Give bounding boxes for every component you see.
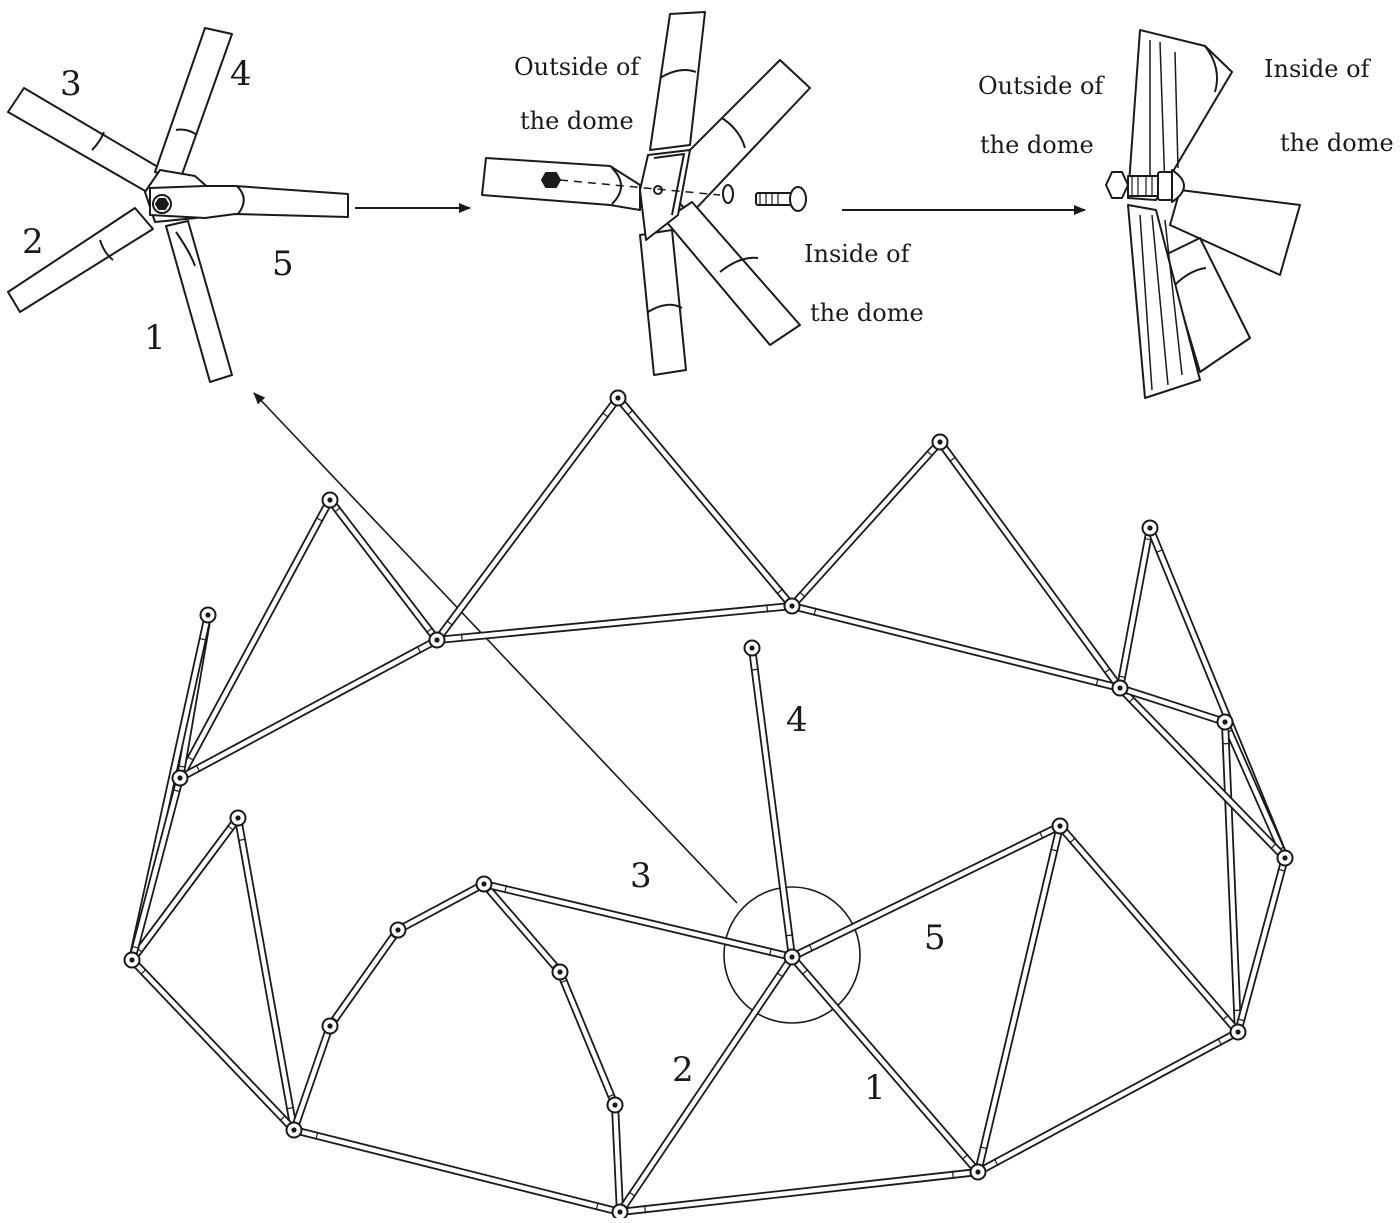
detail-callout bbox=[254, 393, 860, 1023]
dome-hub-joint bbox=[613, 1205, 628, 1219]
dome-strut-label-4: 4 bbox=[786, 700, 808, 740]
dome-hub-joint bbox=[201, 608, 216, 623]
dome-strut bbox=[1222, 722, 1241, 1032]
step3-inside-label-line2: the dome bbox=[1280, 129, 1394, 157]
dome-hub-joint bbox=[173, 771, 188, 786]
dome-strut-label-5: 5 bbox=[924, 918, 946, 958]
step2-inside-label-line1: Inside of bbox=[804, 240, 909, 268]
dome-strut bbox=[611, 1105, 623, 1212]
dome-hub-joint bbox=[611, 391, 626, 406]
step1-strut-label-2: 2 bbox=[22, 222, 44, 262]
step3-assembled-joint bbox=[1106, 30, 1300, 398]
step1-strut-5 bbox=[150, 186, 348, 218]
dome-hub-joint bbox=[1231, 1025, 1246, 1040]
step1-strut-label-5: 5 bbox=[272, 244, 294, 284]
step2-inside-label-line2: the dome bbox=[810, 299, 924, 327]
step2-lower-tube bbox=[640, 230, 686, 375]
dome-strut bbox=[1225, 722, 1285, 858]
dome-strut bbox=[792, 442, 940, 606]
washer-icon bbox=[723, 185, 733, 203]
dome-hub-joint bbox=[391, 923, 406, 938]
step1-strut-label-4: 4 bbox=[230, 54, 252, 94]
step2-left-tube bbox=[482, 158, 640, 210]
dome-strut bbox=[618, 398, 792, 606]
dome-hub-joint bbox=[323, 1019, 338, 1034]
dome-strut bbox=[792, 957, 978, 1172]
dome-hub-joint bbox=[971, 1165, 986, 1180]
dome-strut bbox=[560, 972, 615, 1105]
dome-hub-joint bbox=[231, 811, 246, 826]
step2-upper-tube bbox=[650, 12, 705, 150]
dome-hub-joint bbox=[933, 435, 948, 450]
dome-strut bbox=[437, 604, 792, 641]
step3-inside-label-line1: Inside of bbox=[1264, 55, 1369, 83]
dome-strut bbox=[1060, 826, 1238, 1032]
dome-hub-joint bbox=[745, 641, 760, 656]
dome-hub-joint bbox=[1218, 715, 1233, 730]
bolt-icon bbox=[756, 187, 806, 211]
step2-outside-label-line2: the dome bbox=[520, 107, 634, 135]
dome-hub-joint bbox=[323, 493, 338, 508]
step3-outside-label-line1: Outside of bbox=[978, 72, 1103, 100]
dome-strut bbox=[978, 1032, 1238, 1172]
dome-strut bbox=[293, 1026, 332, 1130]
dome-strut-label-3: 3 bbox=[630, 856, 652, 896]
step1-strut-4 bbox=[155, 28, 232, 180]
step1-strut-label-1: 1 bbox=[144, 318, 166, 358]
dome-hub-joint bbox=[1113, 681, 1128, 696]
dome-strut bbox=[437, 398, 618, 640]
dome-strut-label-2: 2 bbox=[672, 1050, 694, 1090]
dome-hub-joint bbox=[785, 950, 800, 965]
hex-nut-icon bbox=[542, 173, 560, 187]
dome-hub-joint bbox=[785, 599, 800, 614]
dome-strut bbox=[620, 1171, 978, 1213]
step1-strut-label-3: 3 bbox=[60, 64, 82, 104]
dome-hub-joint bbox=[1278, 851, 1293, 866]
dome-strut bbox=[398, 884, 484, 931]
hex-nut-icon bbox=[156, 199, 168, 209]
step3-outside-label-line2: the dome bbox=[980, 131, 1094, 159]
step3-upper-plates bbox=[1128, 30, 1232, 200]
dome-strut bbox=[1237, 858, 1285, 1032]
dome-hub-joint bbox=[125, 953, 140, 968]
hex-nut-icon bbox=[1106, 172, 1128, 198]
step2-right-lower-tube bbox=[665, 202, 800, 345]
dome-hub-joint bbox=[608, 1098, 623, 1113]
step1-strut-1 bbox=[166, 221, 232, 382]
dome-strut bbox=[1118, 528, 1152, 688]
dome-strut bbox=[330, 930, 398, 1026]
callout-arrow bbox=[254, 393, 737, 903]
dome-strut bbox=[294, 1130, 620, 1212]
dome-strut bbox=[620, 957, 792, 1212]
dome-frame bbox=[125, 391, 1293, 1219]
step2-outside-label-line1: Outside of bbox=[514, 53, 639, 81]
dome-hub-joint bbox=[1143, 521, 1158, 536]
step1-strut-3 bbox=[8, 88, 163, 192]
dome-hub-joint bbox=[553, 965, 568, 980]
dome-hub-joint bbox=[430, 633, 445, 648]
dome-hub-joint bbox=[477, 877, 492, 892]
step1-hub-detail bbox=[8, 28, 348, 382]
dome-hub-joint bbox=[287, 1123, 302, 1138]
dome-strut bbox=[978, 826, 1060, 1172]
dome-hub-joint bbox=[1053, 819, 1068, 834]
dome-strut-label-1: 1 bbox=[864, 1068, 886, 1108]
dome-strut bbox=[751, 648, 793, 957]
